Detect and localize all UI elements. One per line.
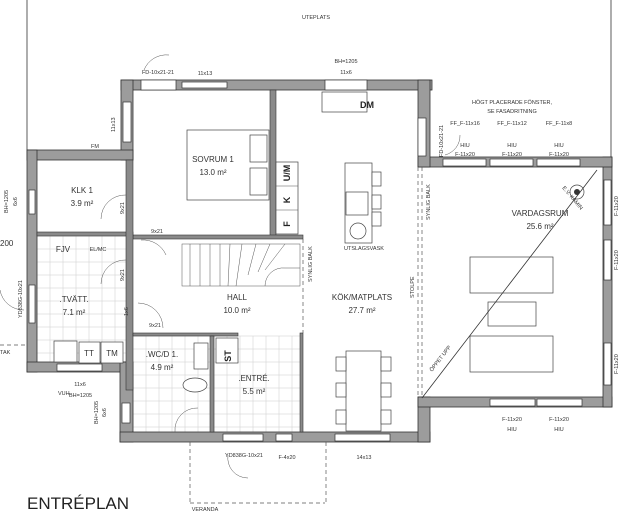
terrace-label: UTEPLATS xyxy=(302,15,330,21)
sofa xyxy=(469,335,554,373)
opening-labels: FD-10x21-21 11x13 BH=1205 11x6 11x13 BH=… xyxy=(0,59,620,461)
door-label: 9x21 xyxy=(120,269,126,281)
window-label: FF_F-11x16 xyxy=(450,121,480,127)
room-tvatt-area: 7.1 m² xyxy=(63,308,86,317)
windows xyxy=(28,79,612,442)
note: HÖGT PLACERADE FÖNSTER, xyxy=(472,99,552,106)
room-entre-name: .ENTRÉ. xyxy=(238,374,270,383)
window-label: FF_F-11x12 xyxy=(497,121,527,127)
window-label: F-11x20 xyxy=(549,152,569,158)
staircase xyxy=(181,243,301,287)
window-label: 6x6 xyxy=(102,408,108,417)
room-hall-area: 10.0 m² xyxy=(223,306,250,315)
plan-title: ENTRÉPLAN xyxy=(27,494,129,513)
elmc-label: EL/MC xyxy=(90,247,107,253)
window-label: BH=1205 xyxy=(94,401,100,424)
pillar-label: STOLPE xyxy=(410,276,416,298)
room-vardagsrum-area: 25.6 m² xyxy=(526,222,553,231)
fridge-label: K xyxy=(282,196,292,203)
window-label: 11x6 xyxy=(74,382,86,388)
coffee-table xyxy=(487,301,537,327)
site-boundary xyxy=(26,0,612,157)
beam-label-2: SYNLIG BALK xyxy=(308,246,314,282)
door-label: FD-10x21-21 xyxy=(142,70,174,76)
open-up-label: ÖPPET UPP xyxy=(428,344,453,373)
window-label: HIU xyxy=(507,427,517,433)
window-label: F-11x20 xyxy=(549,417,569,423)
door-label: 9x21 xyxy=(149,323,161,329)
room-labels: SOVRUM 1 13.0 m² KLK 1 3.9 m² .TVÄTT. 7.… xyxy=(60,155,569,396)
window-label: 14x13 xyxy=(357,455,372,461)
window-label: HIU xyxy=(554,427,564,433)
window-label: 11x13 xyxy=(111,117,117,132)
window-label: 11x6 xyxy=(340,70,352,76)
sink-label: UTSLAGSVASK xyxy=(344,246,384,252)
dimension-label: 200 xyxy=(0,239,14,248)
door-label: FD-10x21-21 xyxy=(439,125,445,157)
window-label: BH=1205 xyxy=(4,190,10,213)
room-sovrum-name: SOVRUM 1 xyxy=(192,155,234,164)
stove-icon xyxy=(345,191,369,216)
storage-label: ST xyxy=(223,350,233,362)
room-sovrum-area: 13.0 m² xyxy=(199,168,226,177)
window-label: BH=1205 xyxy=(334,59,357,65)
beam-label: SYNLIG BALK xyxy=(426,184,432,220)
room-entre-area: 5.5 m² xyxy=(243,387,266,396)
room-klk-name: KLK 1 xyxy=(71,186,93,195)
door-label: YD838G-10x21 xyxy=(225,453,263,459)
room-tvatt-name: .TVÄTT. xyxy=(60,295,89,304)
window-label: F-11x20 xyxy=(614,196,620,216)
kitchen-sink xyxy=(321,91,368,113)
note: SE FASADRITNING xyxy=(487,109,537,115)
room-klk-area: 3.9 m² xyxy=(71,199,94,208)
window-label: HIU xyxy=(507,143,517,149)
room-kok-area: 27.7 m² xyxy=(348,306,375,315)
dining-table xyxy=(345,350,382,432)
dishwasher-label: DM xyxy=(360,100,374,110)
window-label: F-11x20 xyxy=(614,354,620,374)
window-label: FF_F-11x8 xyxy=(546,121,573,127)
fm-label: FM xyxy=(91,144,99,150)
room-wc-name: .WC/D 1. xyxy=(146,350,178,359)
window-label: 6x6 xyxy=(13,197,19,206)
room-kok-name: KÖK/MATPLATS xyxy=(332,293,392,302)
window-label: 1x6 xyxy=(124,307,130,316)
dryer-label: TT xyxy=(84,349,94,358)
room-hall-name: HALL xyxy=(227,293,248,302)
freezer-label: F xyxy=(282,221,292,227)
window-label: F-11x20 xyxy=(502,152,522,158)
veranda-label: VERANDA xyxy=(192,507,219,513)
window-label: F-11x20 xyxy=(614,250,620,270)
door-label: 9x21 xyxy=(151,229,163,235)
door-label: YD838G-10x21 xyxy=(18,280,24,318)
sofa xyxy=(469,256,554,294)
door-label: 9x21 xyxy=(120,202,126,214)
window-label: F-11x20 xyxy=(502,417,522,423)
window-label: BH=1205 xyxy=(69,393,92,399)
window-label: 11x13 xyxy=(198,71,213,77)
window-label: F-11x20 xyxy=(455,152,475,158)
window-label: HIU xyxy=(460,143,470,149)
fjv-label: FJV xyxy=(56,245,71,254)
washer-label: TM xyxy=(106,349,118,358)
furniture xyxy=(53,91,598,432)
doors xyxy=(0,54,461,505)
window-label: F-4x20 xyxy=(278,455,295,461)
um-label: U/M xyxy=(282,165,292,182)
window-label: HIU xyxy=(554,143,564,149)
room-wc-area: 4.9 m² xyxy=(151,363,174,372)
window-label: VUH xyxy=(58,391,70,397)
interior-walls xyxy=(36,89,423,433)
room-vardagsrum-name: VARDAGSRUM xyxy=(512,209,569,218)
roof-label: TAK xyxy=(0,350,11,356)
